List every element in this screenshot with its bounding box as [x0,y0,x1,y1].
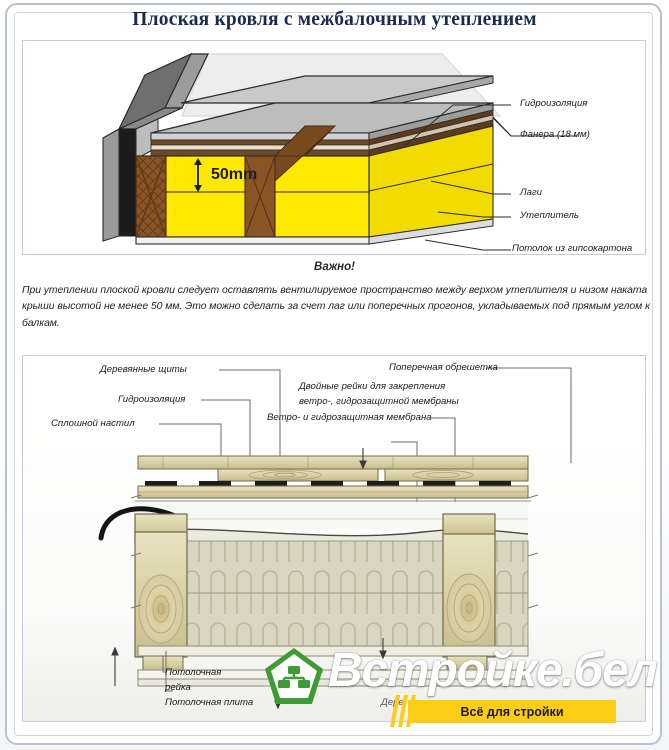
label-double-rails-line2: ветро-, гидрозащитной мембраны [299,396,459,407]
label-wooden-partial: Дере [381,697,404,708]
plywood-layer [150,109,494,157]
label-ceiling-panel: Потолочная плита [165,697,254,708]
cross-battens [217,468,529,482]
important-note-body: При утеплении плоской кровли следует ост… [22,285,650,329]
label-ceiling-batten-line2: рейка [165,682,191,693]
label-solid-decking: Сплошной настил [51,418,135,429]
flat-roof-3d-diagram [102,52,577,251]
label-wind-waterproof-membrane: Ветро- и гидрозащитная мембрана [267,412,432,423]
label-plywood: Фанера (18 мм) [520,129,590,140]
dimension-label-50mm: 50mm [211,166,258,183]
watermark: Встройке.бел Всё для стройки [262,643,662,743]
roof-deck-boards [137,455,529,470]
label-joists: Лаги [520,187,542,198]
brand-tagline-badge: Всё для стройки [408,700,616,723]
insulation-and-joists-layer [135,125,494,238]
label-waterproofing: Гидроизоляция [520,98,588,109]
label-waterproofing-lower: Гидроизоляция [118,394,186,405]
brand-name: Встройке.бел [328,644,658,697]
membrane-and-solid-decking [135,485,531,502]
important-note-heading: Важно! [314,261,355,273]
label-plasterboard-ceiling: Потолок из гипсокартона [512,243,633,254]
label-double-rails-line1: Двойные рейки для закрепления [299,381,446,392]
rafter-left [134,513,188,658]
waterproof-membrane-layer [150,53,502,141]
label-ceiling-batten-line1: Потолочная [165,667,222,678]
label-wooden-boards: Деревянные щиты [100,364,187,375]
label-insulation: Утеплитель [520,210,579,221]
leader-lines-top [405,104,577,251]
page-title: Плоская кровля с межбалочным утеплением [132,9,537,30]
ventilated-roof-section-diagram [23,356,645,721]
plasterboard-ceiling-layer [135,218,494,245]
label-cross-lathing: Поперечная обрешетка [389,362,498,373]
brand-tagline: Всё для стройки [460,704,564,719]
top-diagram-panel: Гидроизоляция Фанера (18 мм) Лаги Утепли… [22,40,646,255]
dimension-arrow-50mm [194,158,202,192]
brand-badge-icon [265,648,323,704]
double-rails-membrane-fixing [145,481,511,486]
rafter-right [442,513,496,658]
edge-tick-marks [130,494,539,609]
bottom-diagram-panel: Деревянные щиты Гидроизоляция Сплошной н… [22,355,646,722]
inner-frame [14,12,653,736]
